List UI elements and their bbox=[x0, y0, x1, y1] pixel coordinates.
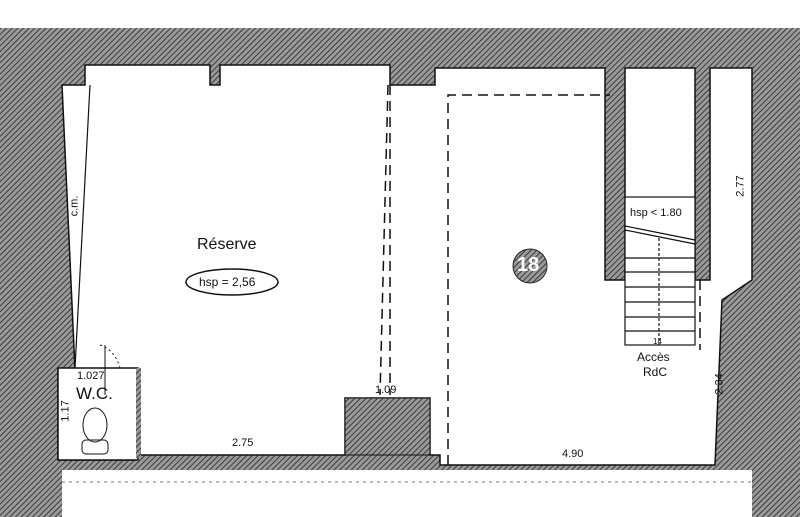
dim-reserve-bottom: 2.75 bbox=[232, 437, 254, 449]
dim-right-room-bottom: 4.90 bbox=[562, 448, 584, 460]
chimney-label: c.m. bbox=[68, 195, 81, 217]
room-number: 18 bbox=[517, 254, 540, 276]
wall-block bbox=[344, 397, 431, 456]
dashed-outlines bbox=[379, 84, 701, 465]
dim-step: 1.09 bbox=[375, 384, 397, 396]
stairs-access-1: Accès bbox=[637, 350, 670, 364]
room-number-badge bbox=[512, 248, 548, 284]
stairs-access-2: RdC bbox=[643, 365, 668, 379]
room-height: hsp = 2,56 bbox=[199, 275, 256, 289]
height-oval bbox=[185, 268, 279, 296]
stairs-height: hsp < 1.80 bbox=[630, 207, 682, 219]
dim-right-upper: 2.77 bbox=[734, 175, 747, 197]
interior-floor bbox=[57, 64, 753, 466]
dim-wc-depth: 1.17 bbox=[59, 400, 72, 422]
dim-wc-width: 1.027 bbox=[77, 370, 105, 382]
wc-label: W.C. bbox=[76, 384, 113, 403]
wc-wall bbox=[136, 368, 141, 458]
stairs-steps: 14 bbox=[653, 337, 662, 346]
staircase bbox=[624, 196, 696, 346]
room-label: Réserve bbox=[197, 236, 257, 253]
toilet-icon bbox=[82, 407, 108, 443]
door-swing bbox=[99, 344, 121, 369]
bottom-strip bbox=[62, 470, 752, 517]
dim-right-lower: 2.34 bbox=[713, 373, 726, 395]
